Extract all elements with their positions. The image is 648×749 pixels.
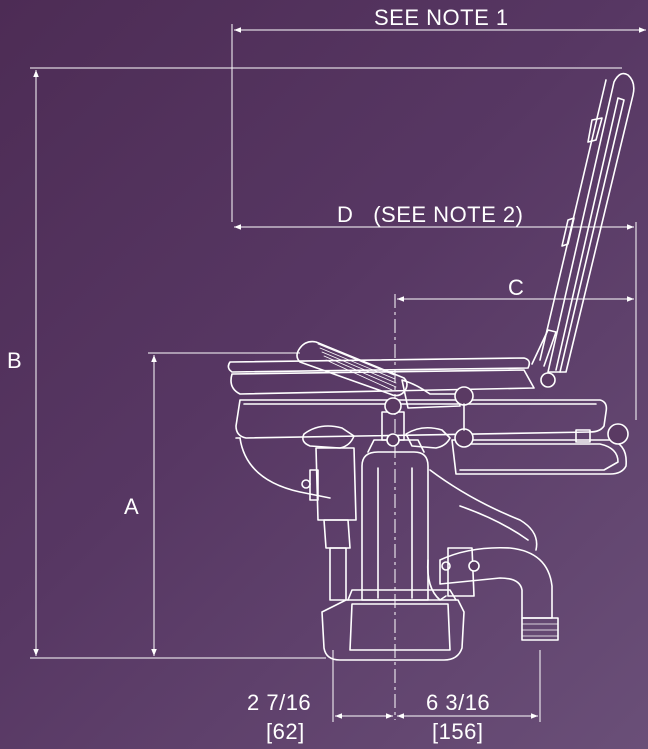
outlet-elbow [439,546,553,619]
top-note-label: SEE NOTE 1 [374,5,509,30]
pump-column [361,451,429,601]
right-offset-fraction: 6 3/16 [426,690,491,715]
bowl-body [239,437,331,499]
toilet-outline [227,72,635,661]
dimension-d-label: D (SEE NOTE 2) [337,202,524,227]
dimension-lines [30,24,646,722]
raised-lid [547,72,635,373]
dimension-c-label: C [508,275,525,300]
seat [227,357,531,373]
bowl-rim [235,399,608,439]
right-offset-metric: [156] [432,719,484,744]
left-offset-fraction: 2 7/16 [247,690,312,715]
dimension-a-label: A [124,494,140,519]
left-offset-metric: [62] [266,719,305,744]
base [321,599,465,661]
dimension-b-label: B [7,348,23,373]
